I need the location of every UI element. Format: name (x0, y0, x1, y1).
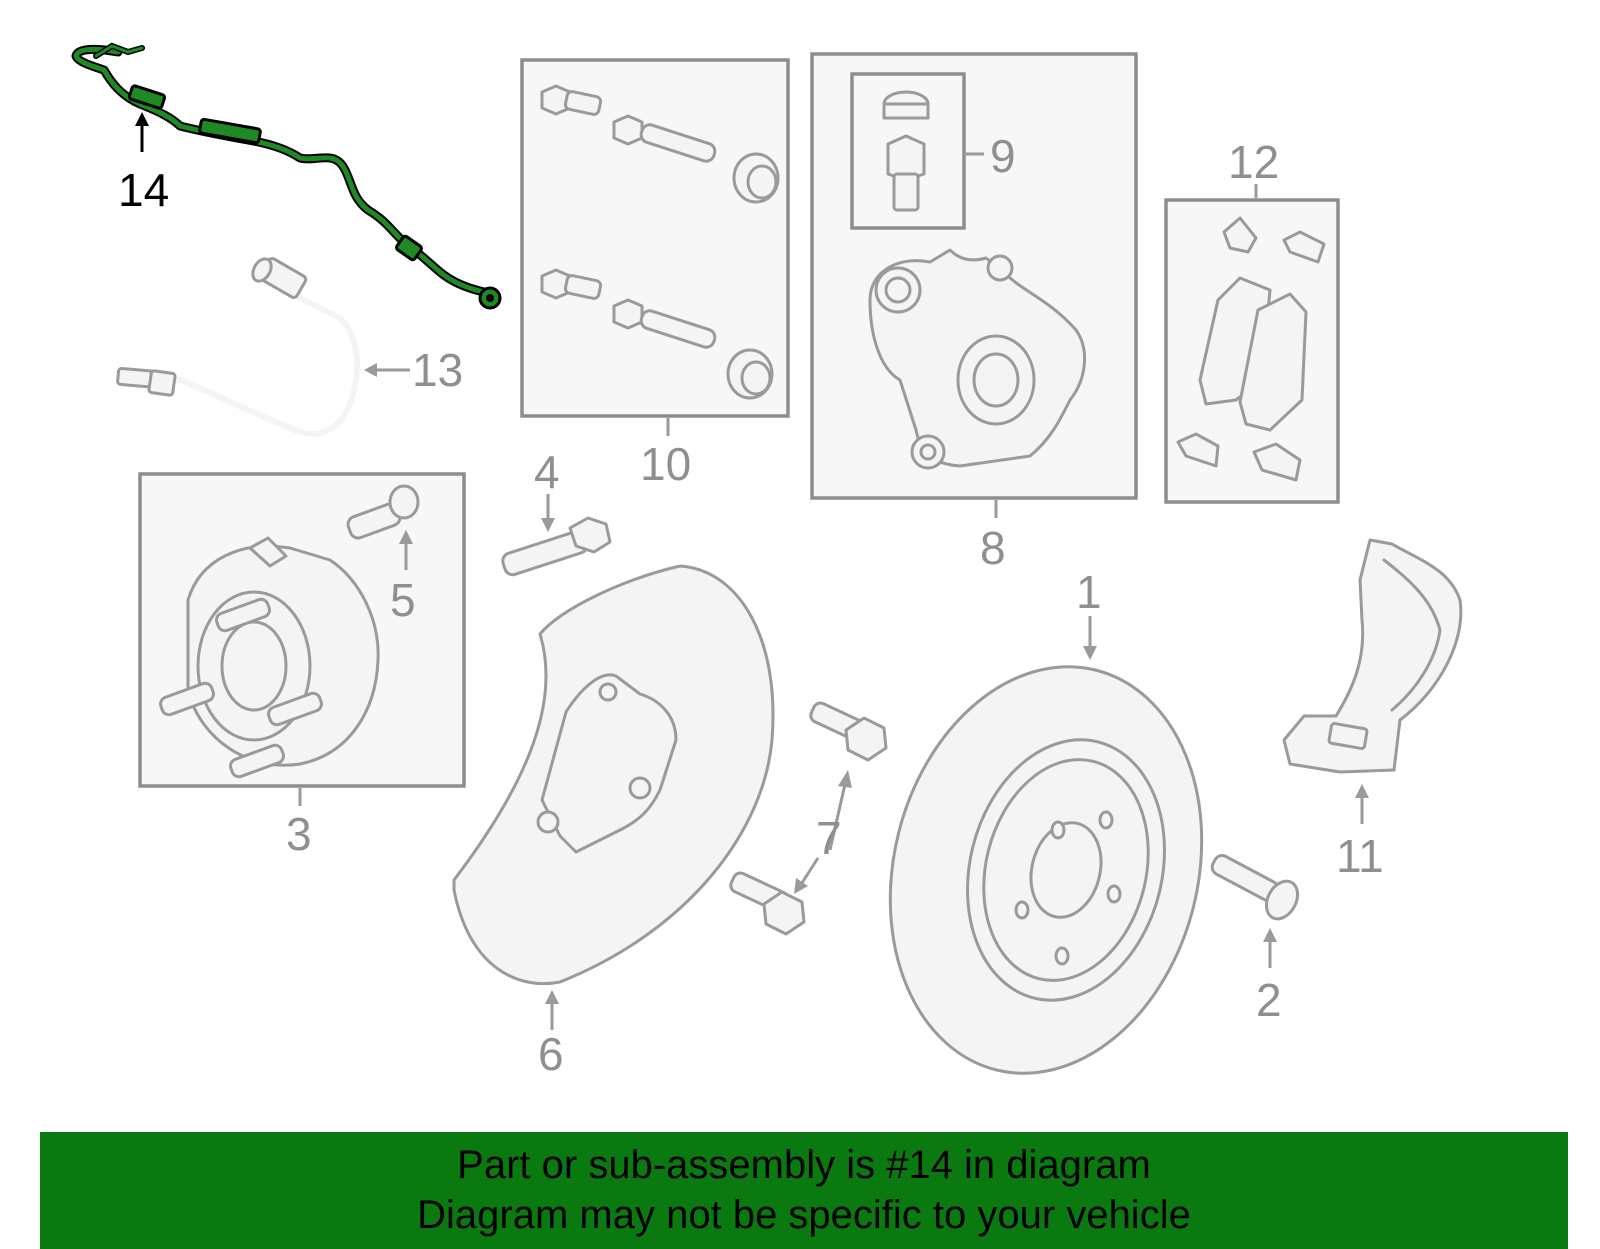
part-7-bolts (729, 701, 888, 936)
part-5-hub-bolt (346, 484, 420, 540)
callout-11-label[interactable]: 11 (1336, 830, 1384, 882)
callout-14-label[interactable]: 14 (118, 164, 169, 216)
part-14-wire-harness[interactable] (71, 42, 502, 310)
part-2-bolt (1210, 854, 1300, 921)
part-4-bolt (501, 516, 612, 577)
part-9-bleeder (882, 90, 930, 212)
callout-7-arrow-down (794, 878, 808, 894)
callout-7-label[interactable]: 7 (816, 812, 842, 864)
callout-3-label[interactable]: 3 (286, 808, 312, 860)
callout-7-leader-up (828, 779, 848, 851)
callout-5-label[interactable]: 5 (390, 574, 416, 626)
part-11-caliper-bracket (1282, 538, 1463, 774)
banner-line-part: Part or sub-assembly is #14 in diagram (457, 1143, 1151, 1187)
callout-4-arrow (541, 518, 555, 532)
callout-4-label[interactable]: 4 (534, 446, 560, 498)
callout-6-arrow (545, 990, 559, 1004)
callout-12-label[interactable]: 12 (1228, 136, 1279, 188)
callout-6-label[interactable]: 6 (538, 1028, 564, 1080)
banner-line-disclaimer: Diagram may not be specific to your vehi… (417, 1193, 1191, 1237)
info-banner: Part or sub-assembly is #14 in diagram D… (40, 1132, 1568, 1249)
brake-assembly-diagram: 14 13 10 9 (71, 42, 1463, 1080)
callout-2-label[interactable]: 2 (1256, 974, 1282, 1026)
part-10-bolts-and-boots (540, 84, 780, 400)
part-6-dust-shield (452, 564, 775, 986)
callout-1-arrow (1083, 646, 1097, 660)
callout-2-arrow (1263, 928, 1277, 942)
callout-13-arrow (364, 363, 377, 377)
callout-13-label[interactable]: 13 (412, 344, 463, 396)
callout-1-label[interactable]: 1 (1076, 566, 1102, 618)
part-12-brake-pads (1176, 216, 1326, 482)
part-13-brake-hose[interactable] (116, 256, 360, 437)
callout-14-arrow (135, 112, 149, 126)
callout-8-label[interactable]: 8 (980, 522, 1006, 574)
part-8-caliper (868, 248, 1087, 470)
callout-7-arrow-up (838, 770, 852, 788)
callout-9-label[interactable]: 9 (990, 130, 1016, 182)
callout-11-arrow (1355, 784, 1369, 798)
callout-5-arrow (399, 530, 413, 544)
part-1-brake-rotor (888, 665, 1204, 1075)
callout-7-leader-down (798, 857, 820, 887)
part-3-hub-bearing (159, 536, 380, 779)
callout-10-label[interactable]: 10 (640, 438, 691, 490)
